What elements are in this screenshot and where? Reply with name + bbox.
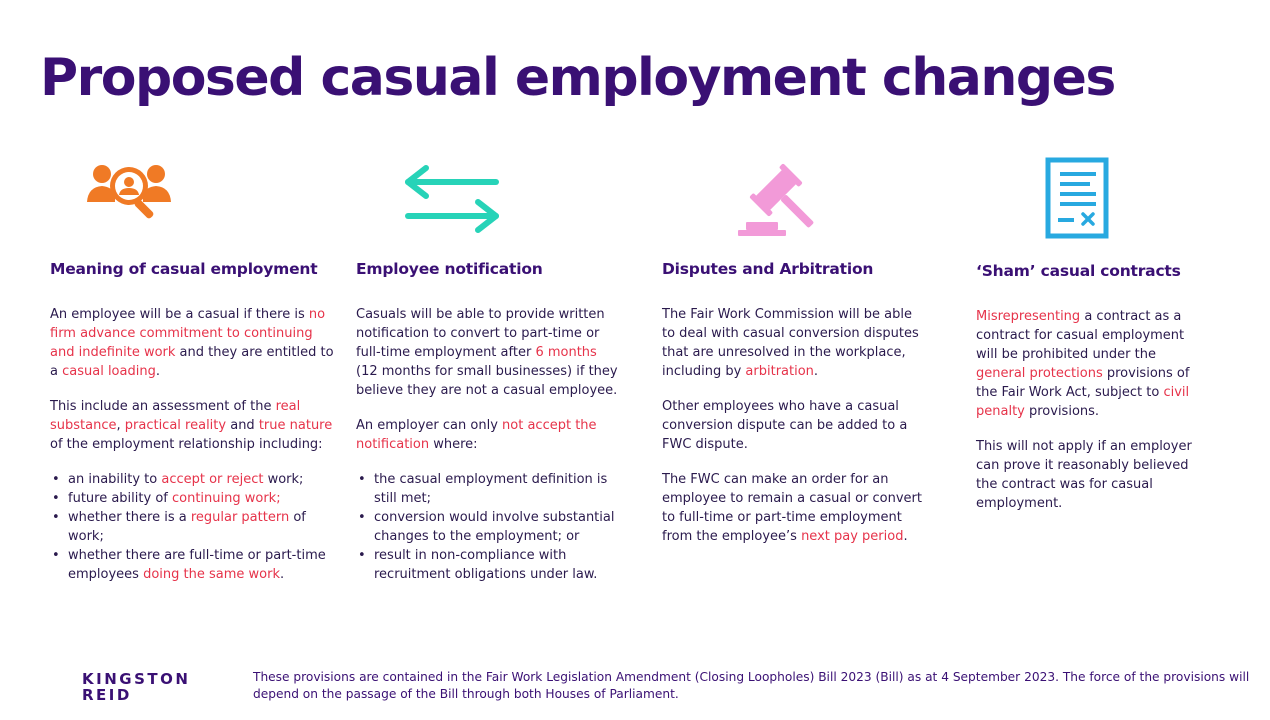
page-title: Proposed casual employment changes xyxy=(40,48,1116,108)
list-item: an inability to accept or reject work; xyxy=(50,470,340,489)
gavel-icon xyxy=(734,154,824,238)
contract-document-icon xyxy=(1044,156,1110,240)
people-search-icon xyxy=(86,150,176,230)
paragraph: The FWC can make an order for an employe… xyxy=(662,472,922,544)
paragraph: An employer can only not accept the noti… xyxy=(356,418,597,452)
list-item: result in non-compliance with recruitmen… xyxy=(356,546,621,584)
footer-disclaimer: These provisions are contained in the Fa… xyxy=(253,670,1250,701)
heading-sham-contracts: ‘Sham’ casual contracts xyxy=(976,262,1181,280)
list-item: whether there is a regular pattern of wo… xyxy=(50,508,340,546)
list-item: future ability of continuing work; xyxy=(50,489,340,508)
paragraph: An employee will be a casual if there is… xyxy=(50,307,334,379)
list-item: the casual employment definition is stil… xyxy=(356,470,621,508)
paragraph: Misrepresenting a contract as a contract… xyxy=(976,309,1190,419)
paragraph: Casuals will be able to provide written … xyxy=(356,307,618,398)
heading-disputes-arbitration: Disputes and Arbitration xyxy=(662,260,874,278)
body-employee-notification: Casuals will be able to provide written … xyxy=(356,305,621,584)
exchange-arrows-icon xyxy=(402,164,502,236)
kingston-reid-logo: KINGSTON REID xyxy=(82,670,191,704)
body-sham-contracts: Misrepresenting a contract as a contract… xyxy=(976,307,1201,529)
paragraph: Other employees who have a casual conver… xyxy=(662,399,908,452)
bullet-list: the casual employment definition is stil… xyxy=(356,470,621,584)
bullet-list: an inability to accept or reject work; f… xyxy=(50,470,340,584)
heading-employee-notification: Employee notification xyxy=(356,260,543,278)
paragraph: This include an assessment of the real s… xyxy=(50,399,333,452)
body-disputes-arbitration: The Fair Work Commission will be able to… xyxy=(662,305,927,562)
paragraph: The Fair Work Commission will be able to… xyxy=(662,307,919,379)
list-item: conversion would involve substantial cha… xyxy=(356,508,621,546)
heading-casual-meaning: Meaning of casual employment xyxy=(50,260,318,278)
paragraph: This will not apply if an employer can p… xyxy=(976,439,1192,511)
list-item: whether there are full-time or part-time… xyxy=(50,546,340,584)
body-casual-meaning: An employee will be a casual if there is… xyxy=(50,305,340,584)
